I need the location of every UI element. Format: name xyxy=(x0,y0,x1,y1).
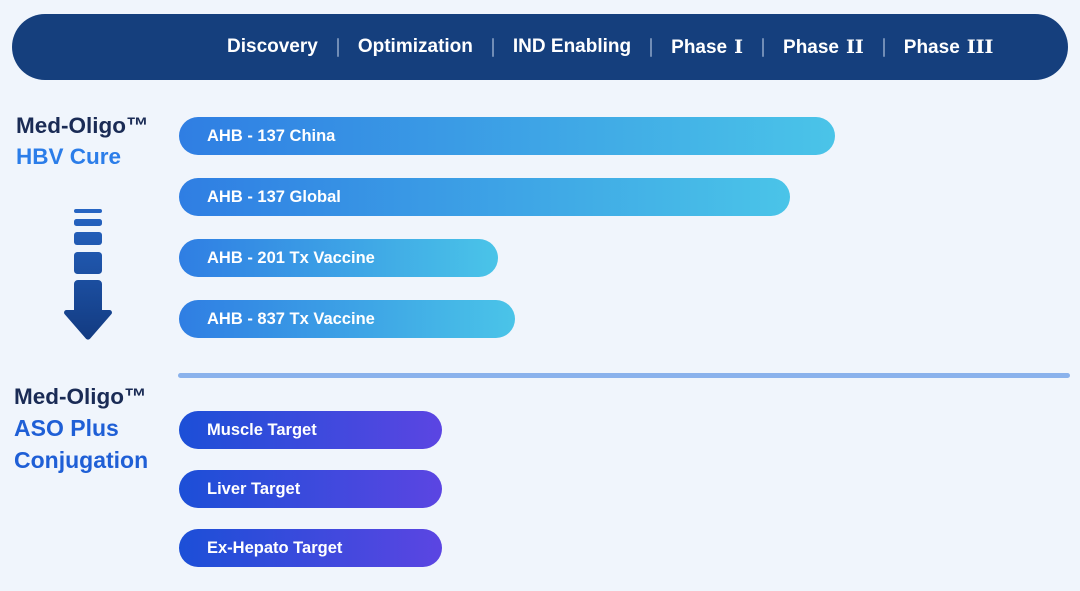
phase-numeral: II xyxy=(846,35,864,58)
target-bar-label: Muscle Target xyxy=(207,420,317,439)
group-name-line2: Conjugation xyxy=(14,447,149,473)
target-bar-label: Ex-Hepato Target xyxy=(207,538,343,557)
target-bar-liver: Liver Target xyxy=(179,470,442,508)
group-label-aso-plus-conjugation: Med-Oligo™ ASO Plus Conjugation xyxy=(14,381,148,476)
section-divider xyxy=(178,373,1070,378)
target-bar-muscle: Muscle Target xyxy=(179,411,442,449)
target-bar-label: Liver Target xyxy=(207,479,301,498)
phase-label: IND Enabling xyxy=(512,36,632,57)
phase-label: Phase xyxy=(783,36,839,58)
phase-separator xyxy=(336,37,339,57)
phase-1: Phase I xyxy=(671,36,743,59)
phase-numeral: I xyxy=(734,35,744,58)
phase-discovery: Discovery xyxy=(227,36,318,58)
pipeline-bar-label: AHB - 137 China xyxy=(207,126,336,145)
brand-name: Med-Oligo™ xyxy=(14,384,147,409)
phase-header-bar: Discovery Optimization IND Enabling Phas… xyxy=(12,14,1068,80)
group-name: HBV Cure xyxy=(16,144,122,169)
phase-2: Phase II xyxy=(783,36,864,59)
phase-separator xyxy=(762,37,765,57)
group-label-hbv-cure: Med-Oligo™ HBV Cure xyxy=(16,110,148,172)
pipeline-bar-ahb-201: AHB - 201 Tx Vaccine xyxy=(179,239,498,277)
pipeline-bar-ahb-137-china: AHB - 137 China xyxy=(179,117,835,155)
group-name-line1: ASO Plus xyxy=(14,415,119,441)
phase-separator xyxy=(491,37,494,57)
phase-label: Phase xyxy=(903,36,960,58)
phase-optimization: Optimization xyxy=(358,36,473,58)
phase-ind-enabling: IND Enabling xyxy=(513,36,631,58)
brand-name: Med-Oligo™ xyxy=(16,113,149,138)
pipeline-bar-label: AHB - 201 Tx Vaccine xyxy=(207,248,375,267)
phase-separator xyxy=(882,37,885,57)
phase-numeral: III xyxy=(966,35,994,58)
phase-3: Phase III xyxy=(904,36,994,59)
phase-label: Discovery xyxy=(227,36,318,57)
phase-label: Phase xyxy=(671,36,728,58)
pipeline-bar-ahb-837: AHB - 837 Tx Vaccine xyxy=(179,300,515,338)
phase-separator xyxy=(650,37,653,57)
down-arrow-icon xyxy=(64,209,112,340)
target-bar-ex-hepato: Ex-Hepato Target xyxy=(179,529,442,567)
pipeline-bar-label: AHB - 137 Global xyxy=(207,187,341,206)
pipeline-bar-label: AHB - 837 Tx Vaccine xyxy=(207,309,375,328)
pipeline-bar-ahb-137-global: AHB - 137 Global xyxy=(179,178,790,216)
phase-label: Optimization xyxy=(357,36,473,57)
